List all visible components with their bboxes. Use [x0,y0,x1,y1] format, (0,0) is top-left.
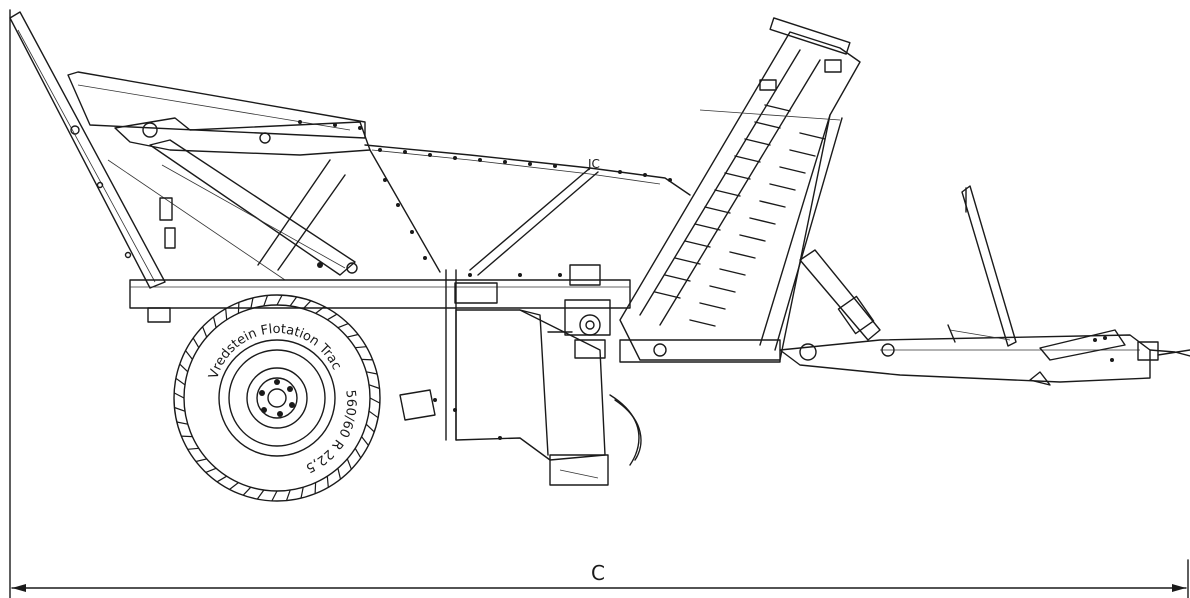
tread-lug [179,363,189,373]
main-chassis-beam [129,273,631,323]
tread-lug [369,397,381,404]
tread-lug [368,384,380,390]
tread-lug [302,300,312,310]
tread-lug [354,447,362,459]
rear-conveyor [107,139,358,281]
tread-lug [276,294,283,306]
rear-lifting-arm [9,11,166,289]
sieve-cover: JC [364,144,691,276]
tread-lug [176,421,188,425]
tread-lug [300,487,304,499]
front-elevator [619,17,861,363]
tread-lug [212,316,217,328]
tread-lug [315,306,325,314]
tread-lug [289,296,298,307]
tread-lug [347,333,359,338]
drawbar [779,249,1190,386]
tread-lug [361,358,373,361]
share-support [399,269,642,486]
tread-lug [216,475,228,483]
dimension-label-c: C [591,561,605,585]
tread-lug [173,392,185,399]
elevator-slats [654,104,826,327]
tire-tread [173,294,381,502]
tread-lug [205,467,217,473]
tire-brand-label: Vredstein Flotation Trac [206,322,344,381]
tread-lug [365,423,375,433]
tread-lug [285,489,291,501]
dimension-arrow-left [12,584,26,592]
tread-lug [181,435,193,438]
support-stand [947,185,1017,347]
tread-lug [185,350,193,360]
tread-lug [314,482,317,494]
tread-lug [346,458,352,470]
tread-lug [263,295,269,307]
tread-lug [237,302,240,314]
tread-lug [337,468,342,480]
tread-lug [326,313,338,321]
tread-lug [225,308,228,320]
tread-lug [271,490,278,502]
tread-lug [326,476,329,488]
wheel: Vredstein Flotation Trac 560/60 R 22,5 [173,294,381,502]
overall-length-dimension: C [9,9,1189,598]
tread-lug [368,410,379,419]
tread-lug [202,326,208,338]
tread-lug [175,377,186,386]
tread-lug [256,489,265,500]
tread-lug [229,482,239,490]
dimension-arrow-right [1172,584,1186,592]
tread-lug [250,297,254,309]
wheel-bolts [259,379,295,417]
tread-lug [187,447,199,450]
tread-lug [242,486,252,496]
tread-lug [195,458,207,463]
gearbox [547,264,611,359]
tread-lug [361,436,369,446]
tread-lug [174,406,186,412]
tread-lug [355,346,367,349]
tread-lug [337,323,349,329]
upper-hopper-frame [67,71,371,156]
tread-lug [192,337,200,349]
tread-lug [366,371,378,375]
